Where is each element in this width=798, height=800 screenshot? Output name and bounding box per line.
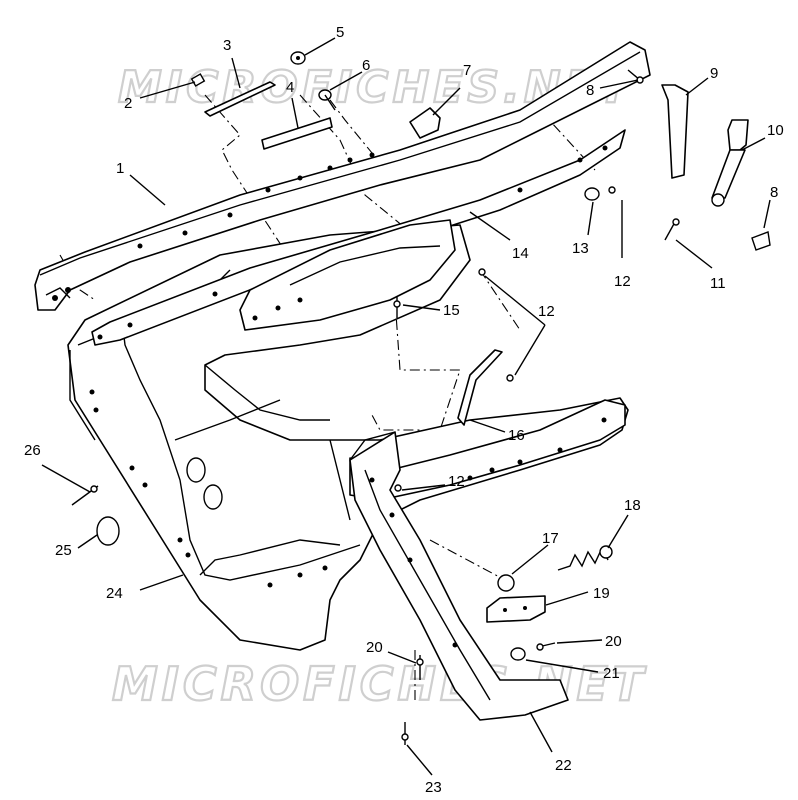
callout-18: 18 (624, 497, 641, 514)
callout-8-right: 8 (770, 184, 778, 201)
screw-20a (416, 655, 424, 680)
callout-10: 10 (767, 122, 784, 139)
screw-20b (536, 642, 556, 651)
callout-25: 25 (55, 542, 72, 559)
plug (497, 574, 515, 592)
center-plate (239, 219, 456, 331)
callout-14: 14 (512, 245, 529, 262)
callout-4: 4 (286, 79, 294, 96)
watermark-bottom: MICROFICHES.NET (112, 657, 647, 711)
grommet (510, 647, 526, 661)
hood-latch (711, 119, 749, 207)
callout-24: 24 (106, 585, 123, 602)
callout-13: 13 (572, 240, 589, 257)
callout-3: 3 (223, 37, 231, 54)
callout-8-top: 8 (586, 82, 594, 99)
cover-strip (261, 117, 333, 150)
callout-12-top: 12 (614, 273, 631, 290)
upper-rail (34, 41, 651, 311)
leader-lines (41, 37, 771, 776)
trim-strip (204, 81, 276, 117)
callout-20-left: 20 (366, 639, 383, 656)
callout-12-low: 12 (448, 473, 465, 490)
cap-25 (96, 516, 120, 546)
callout-12-mid: 12 (538, 303, 555, 320)
callout-20-right: 20 (605, 633, 622, 650)
screw-23 (401, 722, 409, 745)
hinge-bracket (661, 84, 689, 179)
bolt (318, 89, 336, 111)
clip-12b (478, 268, 486, 276)
clip-12c (394, 484, 402, 492)
callout-11: 11 (710, 275, 726, 292)
callout-15: 15 (443, 302, 460, 319)
callout-17: 17 (542, 530, 559, 547)
spring (557, 545, 613, 571)
callout-6: 6 (362, 57, 370, 74)
callout-22: 22 (555, 757, 572, 774)
callout-2: 2 (124, 95, 132, 112)
callout-labels: 2 3 4 5 6 7 8 9 10 8 11 12 13 1 14 15 12… (24, 24, 784, 796)
support-bracket (349, 431, 569, 721)
latch (409, 107, 441, 139)
callout-9: 9 (710, 65, 718, 82)
callout-26: 26 (24, 442, 41, 459)
callout-23: 23 (425, 779, 442, 796)
screw-15 (393, 296, 401, 318)
callout-19: 19 (593, 585, 610, 602)
latch-pin (664, 218, 680, 241)
nut (584, 187, 600, 201)
clip-12a (608, 186, 616, 194)
screw-26 (71, 485, 99, 506)
cap-nut (290, 51, 306, 65)
callout-21: 21 (603, 665, 620, 682)
hinge-plate (486, 595, 546, 623)
callout-5: 5 (336, 24, 344, 41)
rubber-bumper (751, 231, 771, 251)
callout-7: 7 (463, 62, 471, 79)
callout-1: 1 (116, 160, 124, 177)
strap (457, 349, 514, 426)
callout-16: 16 (508, 427, 525, 444)
